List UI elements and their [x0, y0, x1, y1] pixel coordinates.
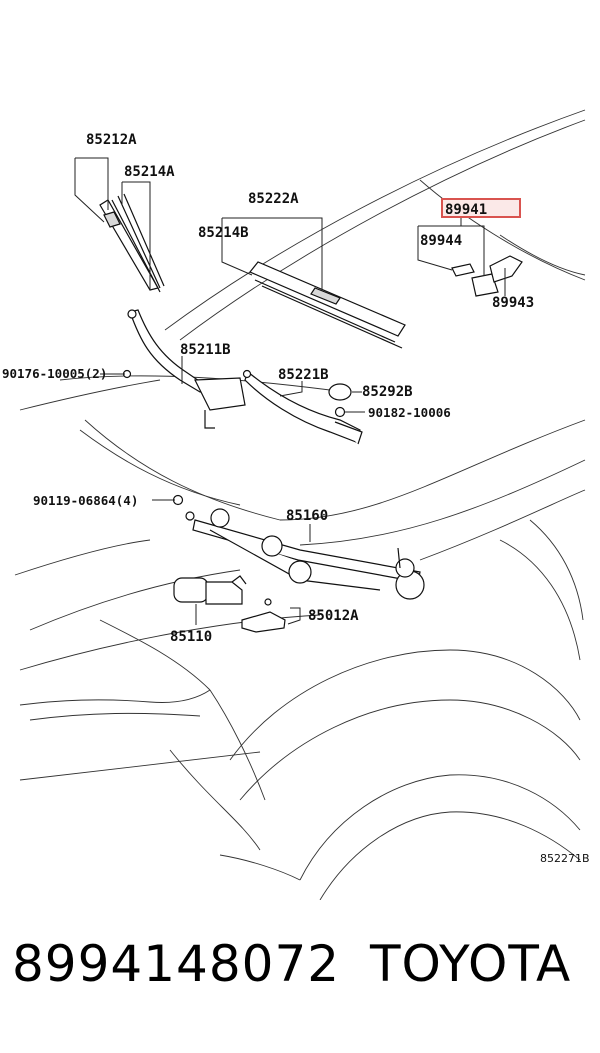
label-85222A: 85222A	[248, 191, 299, 207]
wiper-blade-front	[99, 193, 165, 293]
wiper-blade-rear	[249, 261, 406, 349]
vehicle-body-outline	[14, 109, 586, 900]
wiper-link-assembly	[192, 508, 425, 600]
footer: 8994148072 TOYOTA	[0, 935, 600, 1005]
label-85221B: 85221B	[278, 367, 329, 383]
wiper-arm-right	[242, 369, 363, 445]
label-85214B: 85214B	[198, 225, 249, 241]
sensor-89943	[471, 255, 523, 297]
part-number: 8994148072	[12, 935, 341, 993]
pivot-nut	[334, 406, 346, 418]
label-90176: 90176-10005(2)	[2, 366, 107, 381]
bolt-90119-b	[185, 511, 195, 521]
label-85211B: 85211B	[180, 342, 231, 358]
figure-code: 852271B	[540, 852, 590, 865]
label-90119: 90119-06864(4)	[33, 493, 138, 508]
label-89943: 89943	[492, 295, 534, 311]
wiper-arm-left	[127, 309, 246, 429]
label-85212A: 85212A	[86, 132, 137, 148]
label-85110: 85110	[170, 629, 212, 645]
clip-89944	[451, 263, 475, 277]
label-89941[interactable]: 89941	[445, 202, 487, 218]
parts-diagram: 85212A 85214A 85222A 85214B 89941 89944 …	[2, 109, 590, 900]
leader-lines	[74, 157, 506, 625]
highlight-box	[441, 198, 521, 218]
wiper-connector	[241, 598, 286, 633]
label-85012A: 85012A	[308, 608, 359, 624]
wiper-motor	[173, 575, 247, 605]
label-85160: 85160	[286, 508, 328, 524]
pivot-cap	[328, 383, 352, 401]
label-85292B: 85292B	[362, 384, 413, 400]
brand-name: TOYOTA	[370, 935, 572, 993]
label-90182: 90182-10006	[368, 405, 451, 420]
label-85214A: 85214A	[124, 164, 175, 180]
label-89944: 89944	[420, 233, 462, 249]
